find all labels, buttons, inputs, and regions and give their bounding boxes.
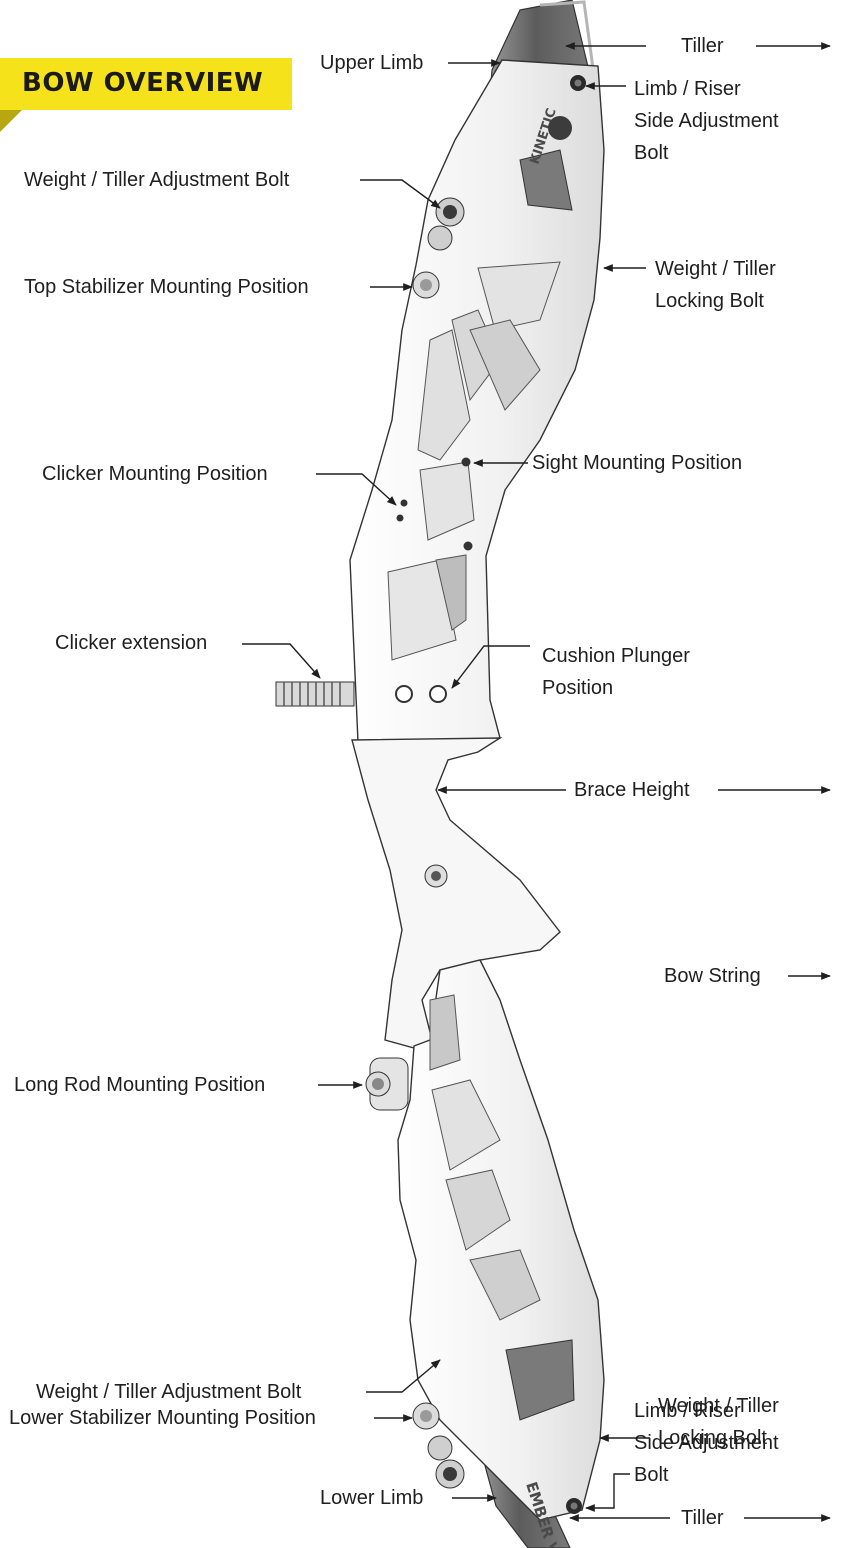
label-top-stabilizer: Top Stabilizer Mounting Position [24, 274, 309, 301]
hole-riser [464, 542, 473, 551]
label-limb-riser-top-3: Bolt [634, 140, 668, 167]
label-limb-riser-bottom-2: Side Adjustment [634, 1430, 779, 1457]
bolt-limb-riser-bottom [566, 1498, 582, 1514]
label-cushion-1: Cushion Plunger [542, 643, 690, 670]
label-brace-height: Brace Height [574, 777, 690, 804]
bolt-top-stabilizer [413, 272, 439, 298]
grip-screw [425, 865, 447, 887]
label-upper-limb: Upper Limb [320, 50, 423, 77]
label-limb-riser-bottom-1: Limb / Riser [634, 1398, 741, 1425]
arrow-clicker-ext [242, 644, 320, 678]
label-lower-stabilizer: Lower Stabilizer Mounting Position [9, 1405, 316, 1432]
clicker-extension-rod [276, 682, 354, 706]
bolt-lower-stabilizer [413, 1403, 439, 1429]
lower-riser [398, 960, 604, 1520]
label-locking-top-2: Locking Bolt [655, 288, 764, 315]
arrow-limb-riser-bottom [586, 1474, 630, 1508]
label-lower-limb: Lower Limb [320, 1485, 423, 1512]
label-weight-adjust-bottom: Weight / Tiller Adjustment Bolt [36, 1379, 301, 1406]
hole-sight-mount [462, 458, 471, 467]
cutout-9 [430, 995, 460, 1070]
hole-clicker-mount-1 [401, 500, 408, 507]
label-limb-riser-top-1: Limb / Riser [634, 76, 741, 103]
label-clicker-ext: Clicker extension [55, 630, 207, 657]
bolt-limb-riser-top [570, 75, 586, 91]
label-limb-riser-top-2: Side Adjustment [634, 108, 779, 135]
bolt-weight-adjust-bottom [428, 1436, 464, 1488]
label-bow-string: Bow String [664, 963, 761, 990]
label-clicker-mount: Clicker Mounting Position [42, 461, 268, 488]
label-long-rod: Long Rod Mounting Position [14, 1072, 265, 1099]
hole-clicker-mount-2 [397, 515, 404, 522]
label-locking-top-1: Weight / Tiller [655, 256, 776, 283]
label-limb-riser-bottom-3: Bolt [634, 1462, 668, 1489]
bolt-long-rod [366, 1058, 408, 1110]
label-tiller-top: Tiller [681, 33, 724, 60]
label-weight-adjust-top: Weight / Tiller Adjustment Bolt [24, 167, 289, 194]
label-cushion-2: Position [542, 675, 613, 702]
label-tiller-bottom: Tiller [681, 1505, 724, 1532]
label-sight-mount: Sight Mounting Position [532, 450, 742, 477]
logo-kinetic-emblem [548, 116, 572, 140]
